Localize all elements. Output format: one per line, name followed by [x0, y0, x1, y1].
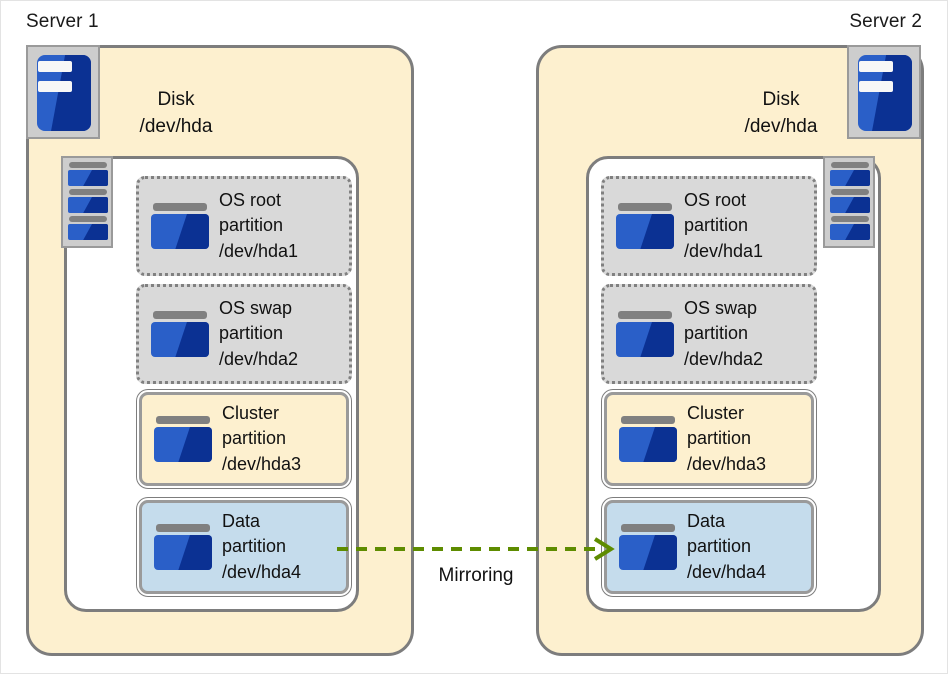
disk-stack-icon	[823, 156, 875, 248]
partition-label: OS swap partition /dev/hda2	[219, 296, 298, 373]
partition-name-line2: partition	[684, 215, 749, 236]
partition-name-line2: partition	[687, 428, 752, 449]
partition-name-line1: Data	[222, 510, 261, 531]
partition-name-line1: Cluster	[687, 402, 745, 423]
partition-label: Data partition /dev/hda4	[687, 509, 766, 586]
partition-card-cluster-1[interactable]: Cluster partition /dev/hda3	[137, 390, 351, 488]
partition-icon	[619, 524, 677, 570]
partition-name-line1: OS root	[684, 189, 747, 210]
partition-card-data-1[interactable]: Data partition /dev/hda4	[137, 498, 351, 596]
server-2-partition-list: OS root partition /dev/hda1 OS swap part…	[601, 176, 817, 608]
partition-icon	[154, 524, 212, 570]
server-1-label: Server 1	[26, 11, 99, 32]
partition-card-os-swap-2[interactable]: OS swap partition /dev/hda2	[601, 284, 817, 384]
partition-label: Data partition /dev/hda4	[222, 509, 301, 586]
disk-caption-title: Disk	[762, 89, 800, 110]
partition-name-line1: OS swap	[684, 297, 758, 318]
server-tower-icon	[26, 45, 100, 139]
mirroring-arrow-icon	[337, 537, 615, 561]
disk-stack-icon	[61, 156, 113, 248]
partition-icon	[619, 416, 677, 462]
disk-caption-device: /dev/hda	[139, 115, 213, 137]
partition-device: /dev/hda2	[684, 348, 764, 369]
partition-icon	[154, 416, 212, 462]
partition-card-data-2[interactable]: Data partition /dev/hda4	[602, 498, 816, 596]
partition-name-line1: Cluster	[222, 402, 280, 423]
server-1-partition-list: OS root partition /dev/hda1 OS swap part…	[136, 176, 352, 608]
partition-icon	[616, 311, 674, 357]
partition-card-os-root-1[interactable]: OS root partition /dev/hda1	[136, 176, 352, 276]
partition-device: /dev/hda4	[687, 561, 767, 582]
partition-label: OS root partition /dev/hda1	[684, 188, 763, 265]
partition-name-line2: partition	[687, 536, 752, 557]
server-1-disk-caption: Disk /dev/hda	[91, 87, 261, 141]
mirroring-label: Mirroring	[438, 565, 514, 586]
partition-name-line2: partition	[222, 428, 287, 449]
disk-caption-title: Disk	[157, 89, 195, 110]
partition-name-line1: OS swap	[219, 297, 293, 318]
partition-card-cluster-2[interactable]: Cluster partition /dev/hda3	[602, 390, 816, 488]
partition-name-line1: Data	[687, 510, 726, 531]
partition-device: /dev/hda4	[222, 561, 302, 582]
partition-name-line1: OS root	[219, 189, 282, 210]
partition-device: /dev/hda3	[222, 453, 302, 474]
partition-icon	[616, 203, 674, 249]
partition-card-os-swap-1[interactable]: OS swap partition /dev/hda2	[136, 284, 352, 384]
partition-name-line2: partition	[219, 215, 284, 236]
server-tower-icon	[847, 45, 921, 139]
partition-label: Cluster partition /dev/hda3	[222, 401, 301, 478]
partition-name-line2: partition	[219, 323, 284, 344]
partition-name-line2: partition	[684, 323, 749, 344]
partition-label: Cluster partition /dev/hda3	[687, 401, 766, 478]
partition-label: OS swap partition /dev/hda2	[684, 296, 763, 373]
partition-device: /dev/hda1	[219, 240, 299, 261]
partition-name-line2: partition	[222, 536, 287, 557]
disk-caption-device: /dev/hda	[744, 115, 818, 137]
partition-icon	[151, 311, 209, 357]
partition-label: OS root partition /dev/hda1	[219, 188, 298, 265]
partition-icon	[151, 203, 209, 249]
partition-device: /dev/hda1	[684, 240, 764, 261]
partition-device: /dev/hda2	[219, 348, 299, 369]
server-2-label: Server 2	[849, 11, 922, 32]
partition-card-os-root-2[interactable]: OS root partition /dev/hda1	[601, 176, 817, 276]
partition-device: /dev/hda3	[687, 453, 767, 474]
server-2-disk-caption: Disk /dev/hda	[696, 87, 866, 141]
